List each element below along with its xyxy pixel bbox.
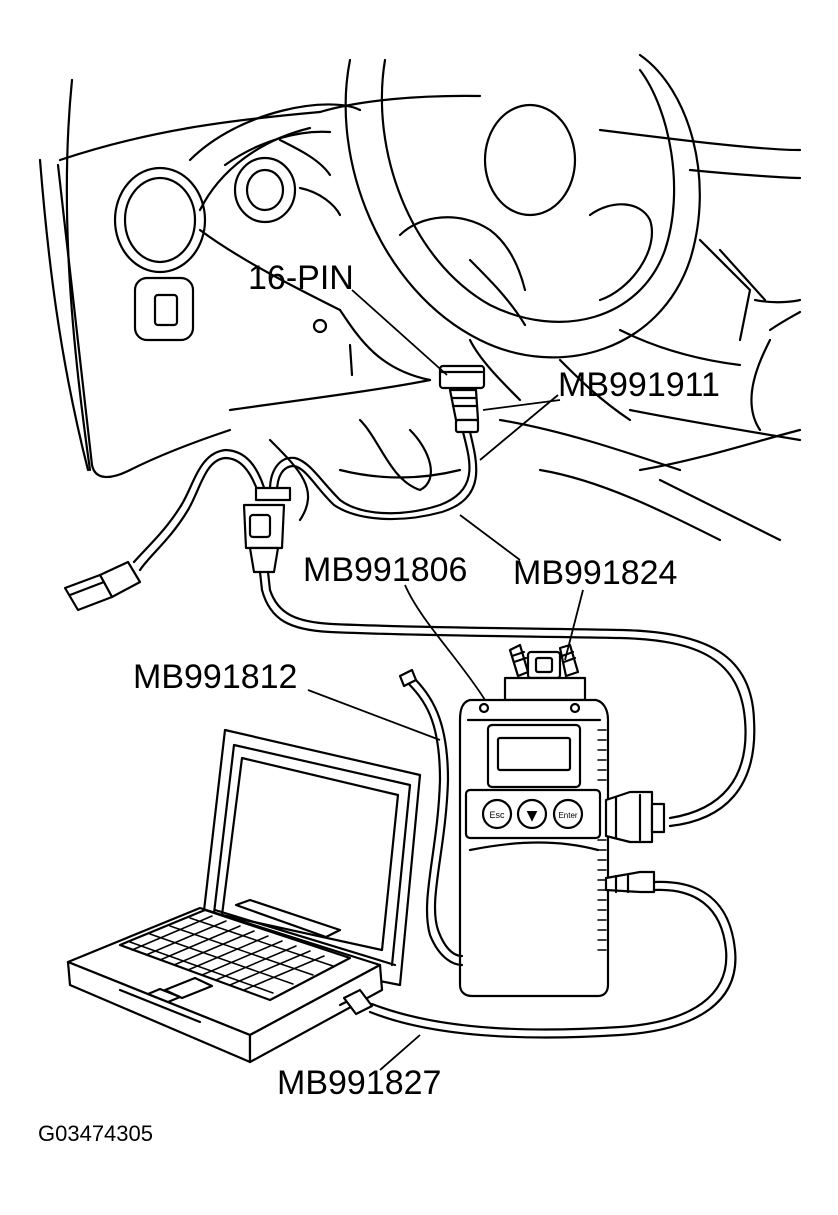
enter-button-label: Enter	[558, 811, 577, 820]
esc-button-label: Esc	[489, 810, 505, 820]
label-16-pin: 16-PIN	[248, 259, 354, 297]
esc-button-shape	[481, 798, 513, 830]
dashboard-drawing	[38, 53, 802, 542]
laptop	[66, 728, 422, 1064]
cable-mb991812	[398, 668, 464, 967]
leader-mb991827	[379, 1034, 421, 1071]
leader-mb991812	[307, 689, 441, 741]
leader-mb991824-a	[459, 514, 521, 561]
leader-mb991911-a	[482, 399, 561, 411]
leader-lines	[307, 289, 584, 1071]
down-button-label: ▼	[527, 808, 538, 824]
label-mb991911: MB991911	[558, 366, 720, 404]
leader-mb991806	[404, 584, 486, 701]
label-mb991827: MB991827	[277, 1064, 442, 1102]
obd-16-pin-connector	[438, 364, 486, 434]
leader-16pin	[351, 289, 448, 376]
cable-mb991827	[368, 880, 737, 1039]
figure-id: G03474305	[38, 1121, 153, 1146]
vci-buttons	[481, 798, 584, 830]
label-mb991806: MB991806	[303, 551, 468, 589]
cable-to-vci-top	[260, 588, 756, 828]
label-mb991812: MB991812	[133, 658, 298, 696]
enter-button-shape	[552, 798, 584, 830]
down-button-shape	[516, 798, 548, 830]
cable-mb991911	[63, 430, 478, 612]
leader-mb991911-b	[479, 394, 559, 461]
leader-mb991824-b	[564, 589, 584, 661]
label-mb991824: MB991824	[513, 554, 678, 592]
